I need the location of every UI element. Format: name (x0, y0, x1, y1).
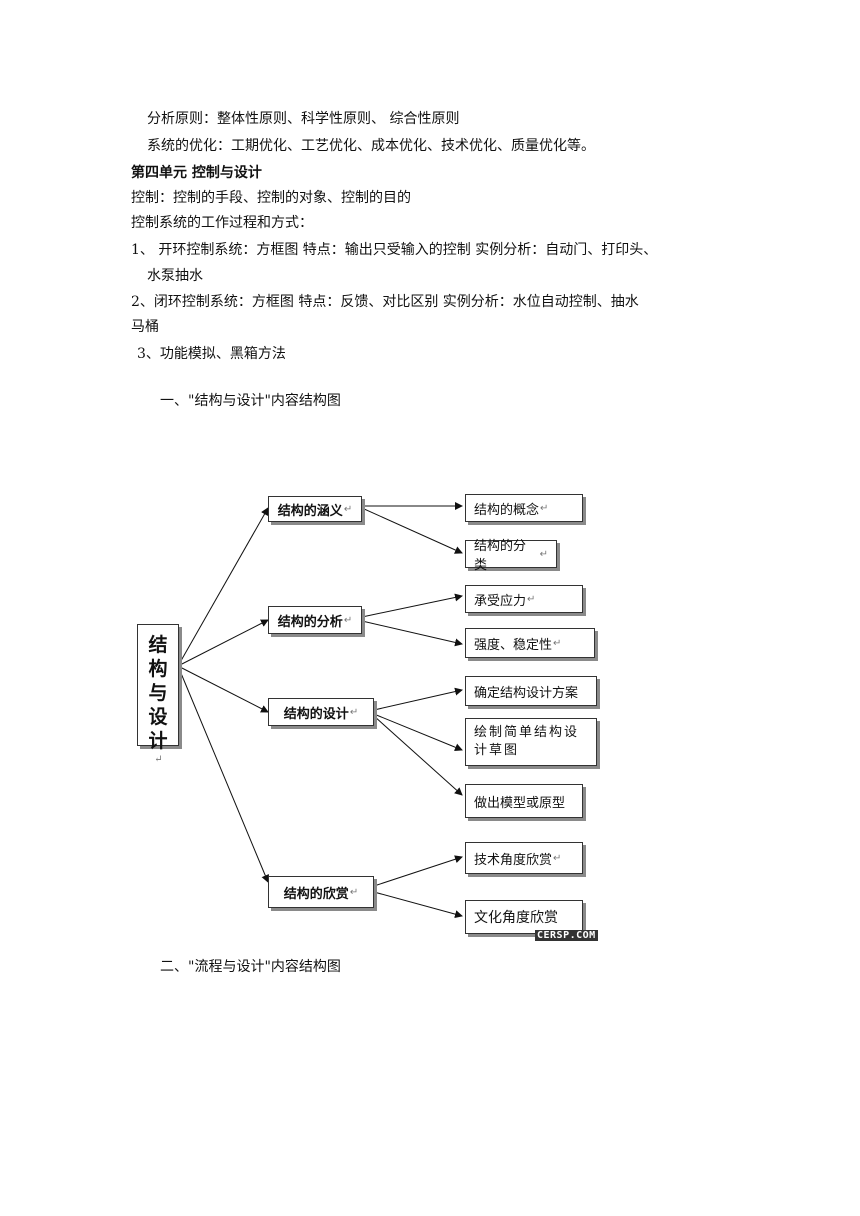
paragraph-mark: ↵ (343, 614, 353, 626)
leaf-label: 绘制简单结构设计草图 (474, 725, 580, 758)
leaf-label: 技术角度欣赏 (474, 852, 553, 868)
text-line-system-optimization: 系统的优化：工期优化、工艺优化、成本优化、技术优化、质量优化等。 (147, 138, 595, 154)
node-label: 结构的涵义 (277, 503, 343, 519)
leaf-structure-classification: 结构的分类 ↵ (465, 539, 557, 573)
paragraph-mark: ↵ (154, 754, 163, 765)
node-structure-appreciation: 结构的欣赏↵ (268, 876, 374, 908)
leaf-design-plan: 确定结构设计方案 (465, 676, 597, 706)
text-line-closed-loop: 2、闭环控制系统：方框图 特点：反馈、对比区别 实例分析：水位自动控制、抽水 (131, 294, 639, 310)
arrow-appreciation-to-technical (373, 855, 463, 887)
node-structure-meaning: 结构的涵义↵ (268, 496, 362, 522)
text-line-closed-loop-cont: 马桶 (131, 319, 159, 335)
leaf-label: 做出模型或原型 (474, 795, 566, 811)
arrow-design-to-sketch (373, 713, 463, 752)
watermark-cersp: CERSP.COM (535, 930, 598, 941)
leaf-label: 确定结构设计方案 (474, 685, 579, 701)
leaf-bearing-stress: 承受应力↵ (465, 585, 583, 613)
diagram-connectors (177, 502, 463, 919)
leaf-structure-concept: 结构的概念↵ (465, 494, 583, 522)
paragraph-mark: ↵ (539, 548, 548, 560)
leaf-design-sketch: 绘制简单结构设计草图 (465, 718, 597, 766)
paragraph-mark: ↵ (553, 852, 562, 864)
text-line-open-loop: 1、 开环控制系统：方框图 特点：输出只受输入的控制 实例分析：自动门、打印头、 (131, 242, 658, 258)
leaf-model-prototype: 做出模型或原型 (465, 784, 583, 818)
diagram-caption-structure: 一、"结构与设计"内容结构图 (160, 393, 341, 409)
leaf-label: 结构的分类 (474, 539, 527, 573)
node-label: 结构的分析 (277, 614, 343, 630)
paragraph-mark: ↵ (553, 637, 562, 649)
text-line-control: 控制：控制的手段、控制的对象、控制的目的 (131, 190, 411, 206)
node-structure-analysis: 结构的分析↵ (268, 606, 362, 634)
leaf-strength-stability: 强度、稳定性↵ (465, 628, 595, 658)
node-label: 结构的设计 (283, 706, 349, 722)
arrow-root-to-design (177, 665, 269, 713)
root-char-3: 与 (148, 682, 168, 704)
text-line-open-loop-cont: 水泵抽水 (147, 268, 203, 284)
root-char-4: 设 (148, 706, 168, 728)
leaf-label: 强度、稳定性 (474, 637, 553, 653)
arrow-root-to-appreciation (177, 665, 269, 883)
diagram-caption-process: 二、"流程与设计"内容结构图 (160, 959, 341, 975)
arrow-root-to-analysis (177, 619, 269, 667)
arrow-design-to-model (373, 715, 463, 796)
paragraph-mark: ↵ (540, 502, 549, 514)
root-char-1: 结 (148, 634, 168, 656)
leaf-label: 承受应力 (474, 593, 527, 609)
arrow-design-to-plan (373, 687, 463, 711)
arrow-meaning-to-classification (361, 507, 463, 554)
root-char-2: 构 (148, 658, 168, 680)
root-char-5: 计 (148, 730, 168, 752)
paragraph-mark: ↵ (343, 503, 353, 515)
root-node-structure-design: 结 构 与 设 计 ↵ (137, 624, 179, 765)
structure-design-diagram: 结 构 与 设 计 ↵ 结构的涵义↵ 结构的概念↵ 结构的分类↵ 结构的分析↵ … (0, 470, 860, 950)
unit-heading: 第四单元 控制与设计 (131, 165, 262, 181)
leaf-label: 结构的概念 (474, 502, 540, 518)
arrow-root-to-meaning (177, 507, 269, 667)
paragraph-mark: ↵ (349, 886, 359, 898)
leaf-label: 文化角度欣赏 (474, 910, 558, 926)
leaf-cultural-appreciation: 文化角度欣赏 (465, 900, 583, 934)
node-label: 结构的欣赏 (283, 886, 349, 902)
arrow-analysis-to-strength (361, 620, 463, 647)
arrow-appreciation-to-cultural (373, 891, 463, 919)
paragraph-mark: ↵ (527, 593, 536, 605)
text-line-function-simulation: 3、功能模拟、黑箱方法 (137, 346, 286, 362)
text-line-control-system: 控制系统的工作过程和方式： (131, 215, 313, 231)
text-line-analysis-principles: 分析原则：整体性原则、科学性原则、 综合性原则 (147, 111, 460, 127)
leaf-technical-appreciation: 技术角度欣赏↵ (465, 842, 583, 874)
node-structure-design: 结构的设计↵ (268, 698, 374, 726)
arrow-analysis-to-stress (361, 593, 463, 618)
paragraph-mark: ↵ (349, 706, 359, 718)
